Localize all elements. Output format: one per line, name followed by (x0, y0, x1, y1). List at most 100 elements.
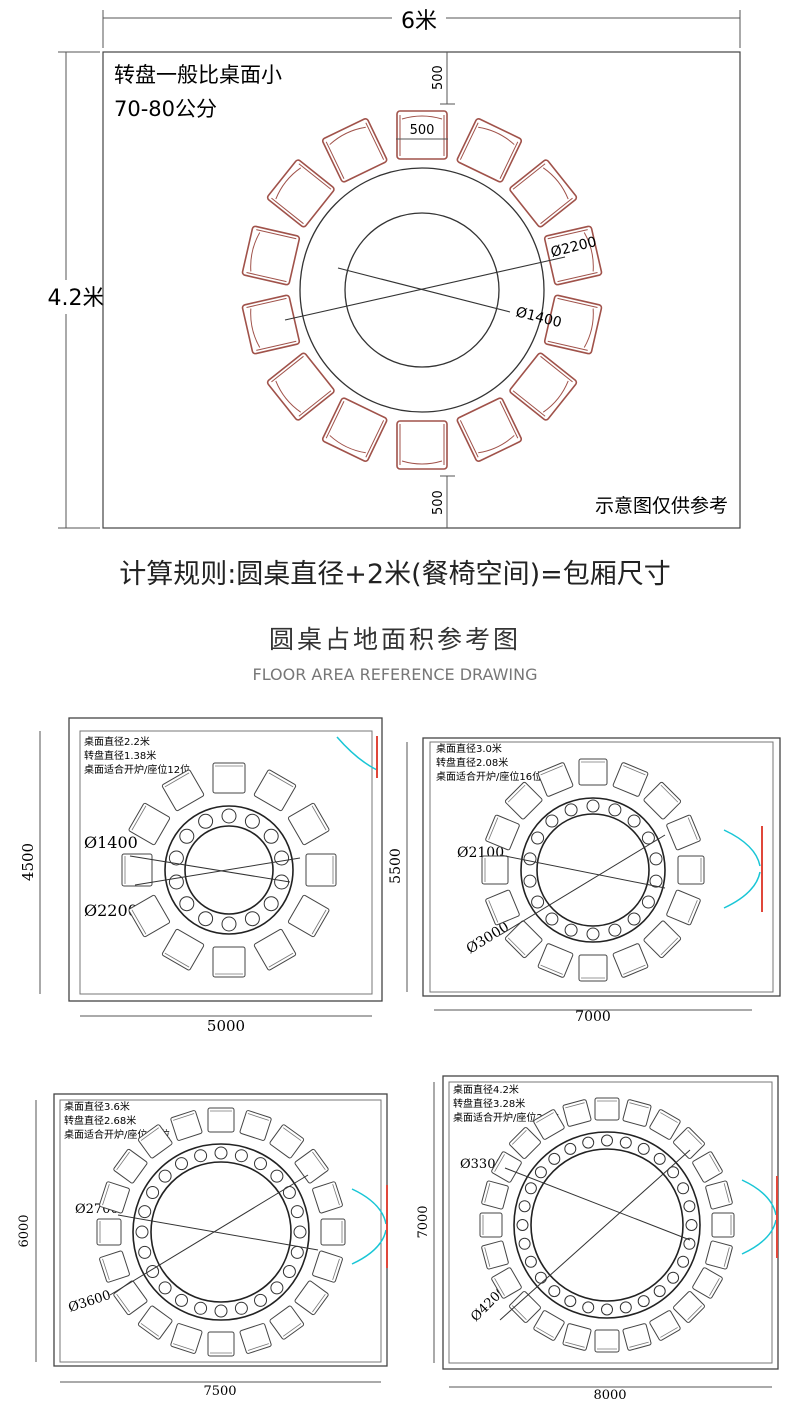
chair (504, 920, 543, 959)
plate (138, 1205, 152, 1219)
chair (673, 1291, 705, 1323)
chair (312, 1181, 343, 1214)
chair (481, 855, 509, 885)
plate (534, 1271, 547, 1284)
chair (128, 894, 171, 938)
plan-3-turntable-text: 转盘直径2.68米 (64, 1114, 136, 1127)
inner-diameter-line (499, 854, 666, 889)
plate (608, 803, 622, 817)
plate (244, 813, 260, 829)
bottom-gap-label: 500 (431, 490, 446, 515)
height-label: 4.2米 (48, 286, 105, 311)
outer-diameter-line (134, 857, 301, 886)
plate (564, 923, 578, 937)
plan-2-turntable-text: 转盘直径2.08米 (436, 756, 508, 769)
plate (619, 1136, 632, 1149)
plate (641, 895, 655, 909)
chair (456, 118, 523, 183)
section-subtitle: FLOOR AREA REFERENCE DRAWING (252, 665, 537, 684)
plate (263, 828, 279, 844)
plan-20-seats: 6000 7500 桌面直径3.6米 转盘直径2.68米 桌面适合开炉/座位20… (17, 1093, 388, 1399)
chair (509, 352, 578, 421)
chair (649, 1109, 681, 1140)
plan-3-room-inner (59, 1099, 382, 1363)
chair (239, 1110, 272, 1141)
chair (485, 889, 520, 926)
chair (266, 352, 335, 421)
chair (241, 225, 301, 286)
plate (531, 831, 545, 845)
chair (320, 1218, 346, 1246)
plate (158, 1169, 172, 1183)
chair (705, 1180, 733, 1210)
plate (158, 1281, 172, 1295)
chair (537, 762, 574, 797)
plan-2-chairs (481, 758, 705, 982)
chair (612, 943, 649, 978)
plate (534, 1166, 547, 1179)
chair (321, 397, 388, 462)
plate (270, 1281, 284, 1295)
chair (491, 1267, 522, 1299)
plate (518, 1200, 531, 1213)
plan-3-door-arc-top (351, 1188, 387, 1225)
plate (138, 1245, 152, 1259)
plate (564, 1142, 577, 1155)
table-top-circle (132, 1143, 310, 1321)
plan-1-outer-diam: Ø2200 (84, 901, 138, 920)
plan-1-seats-text: 桌面适合开炉/座位12位 (84, 763, 190, 776)
chair (287, 802, 330, 846)
plan-3-table-text: 桌面直径3.6米 (64, 1100, 130, 1113)
plate (683, 1237, 696, 1250)
chair (692, 1267, 723, 1299)
chair (305, 853, 337, 887)
chair (643, 781, 682, 820)
chair (692, 1151, 723, 1183)
plate (627, 912, 641, 926)
plate (683, 1200, 696, 1213)
plate (653, 1152, 666, 1165)
plan-4-table-text: 桌面直径4.2米 (453, 1083, 519, 1096)
chair (207, 1331, 235, 1357)
chair (643, 920, 682, 959)
table-diameter-line (284, 256, 566, 321)
chair (705, 1240, 733, 1270)
plate (523, 852, 537, 866)
plate (254, 1157, 267, 1171)
chair (241, 294, 301, 355)
turntable-circle (344, 212, 500, 368)
turntable-circle (530, 1148, 684, 1302)
plan-3-table (109, 1143, 319, 1321)
chair (269, 1305, 305, 1340)
table-top-circle (520, 797, 666, 943)
plate (649, 874, 663, 888)
plate (198, 813, 214, 829)
plan-4-door-arc-top (741, 1179, 777, 1216)
plan-4-turntable-text: 转盘直径3.28米 (453, 1097, 525, 1110)
chair (456, 397, 523, 462)
table-top-circle (299, 167, 545, 413)
chair (677, 855, 705, 885)
plan-4-chairs (479, 1097, 735, 1353)
inner-diameter-line (504, 1167, 691, 1241)
chair (266, 159, 335, 228)
plate (627, 814, 641, 828)
plate (274, 850, 290, 866)
plan-1-room-outer (68, 717, 383, 1002)
plate (564, 1295, 577, 1308)
inner-diameter-line (129, 855, 291, 883)
plate (545, 912, 559, 926)
plate (685, 1219, 698, 1231)
top-chairs-group (241, 110, 603, 470)
plan-1-turntable-text: 转盘直径1.38米 (84, 749, 156, 762)
plan-3-outer-diam: Ø3600 (67, 1288, 113, 1316)
plate (270, 1169, 284, 1183)
plan-2-door-arc-top (723, 829, 761, 867)
plan-12-seats: 4500 5000 桌面直径2.2米 转盘直径1.38米 桌面适合开炉/座位12… (19, 717, 383, 1035)
plate (619, 1301, 632, 1314)
plan-3-width-label: 7500 (203, 1384, 236, 1399)
plate (244, 911, 260, 927)
chair (666, 889, 701, 926)
outer-diameter-line (109, 1174, 309, 1296)
